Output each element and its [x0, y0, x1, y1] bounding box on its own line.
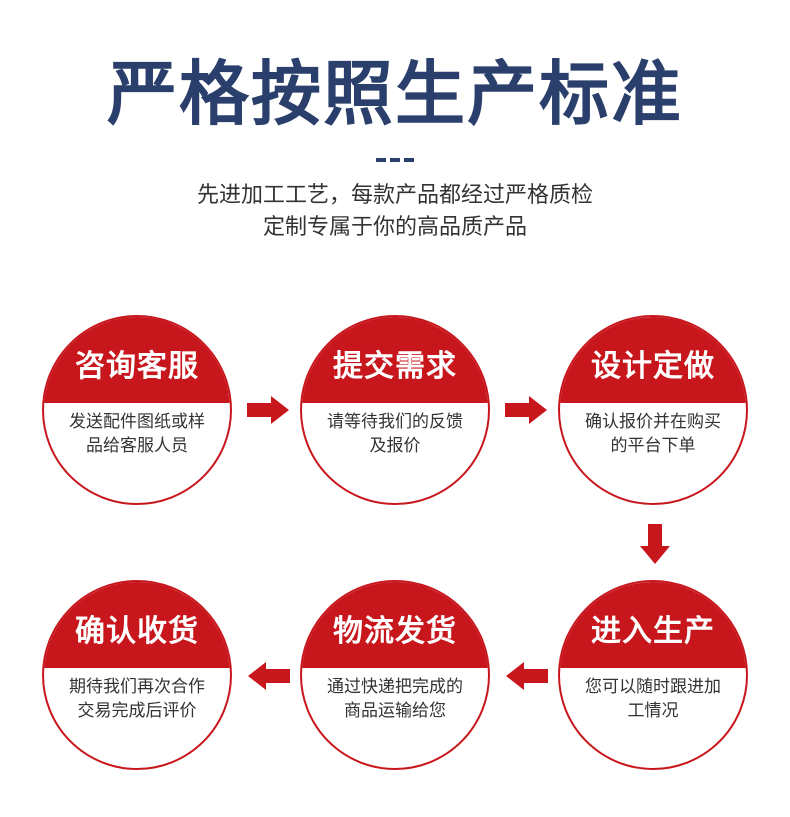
subtitle-line-2: 定制专属于你的高品质产品	[262, 215, 527, 240]
step-title: 物流发货	[302, 582, 488, 668]
step-desc-line: 的平台下单	[610, 436, 696, 456]
step-desc-line: 通过快递把完成的	[327, 677, 463, 697]
subtitle-line-1: 先进加工工艺，每款产品都经过严格质检	[196, 183, 593, 208]
step-desc-line: 确认报价并在购买	[585, 412, 721, 432]
step-design: 设计定做 确认报价并在购买 的平台下单	[558, 315, 748, 505]
step-desc-line: 交易完成后评价	[77, 701, 197, 721]
step-description: 期待我们再次合作 交易完成后评价	[58, 675, 216, 723]
step-consult: 咨询客服 发送配件图纸或样 品给客服人员	[42, 315, 232, 505]
step-submit-requirements: 提交需求 请等待我们的反馈 及报价	[300, 315, 490, 505]
step-desc-line: 请等待我们的反馈	[327, 412, 463, 432]
step-title: 咨询客服	[44, 317, 230, 403]
step-desc-line: 商品运输给您	[344, 701, 446, 721]
arrow-right-icon	[505, 396, 549, 424]
page-title: 严格按照生产标准	[107, 53, 683, 135]
step-description: 请等待我们的反馈 及报价	[316, 410, 474, 458]
step-desc-line: 工情况	[627, 701, 679, 721]
step-shipping: 物流发货 通过快递把完成的 商品运输给您	[300, 580, 490, 770]
title-divider	[376, 158, 414, 163]
step-title: 设计定做	[560, 317, 746, 403]
step-production: 进入生产 您可以随时跟进加 工情况	[558, 580, 748, 770]
arrow-right-icon	[247, 396, 291, 424]
step-confirm-receipt: 确认收货 期待我们再次合作 交易完成后评价	[42, 580, 232, 770]
step-desc-line: 品给客服人员	[86, 436, 188, 456]
step-desc-line: 期待我们再次合作	[69, 677, 205, 697]
step-description: 您可以随时跟进加 工情况	[574, 675, 732, 723]
arrow-down-icon	[640, 524, 670, 566]
step-description: 通过快递把完成的 商品运输给您	[316, 675, 474, 723]
arrow-left-icon	[504, 662, 548, 690]
step-desc-line: 发送配件图纸或样	[69, 412, 205, 432]
step-description: 确认报价并在购买 的平台下单	[574, 410, 732, 458]
step-description: 发送配件图纸或样 品给客服人员	[58, 410, 216, 458]
step-title: 确认收货	[44, 582, 230, 668]
step-desc-line: 您可以随时跟进加	[585, 677, 721, 697]
step-desc-line: 及报价	[369, 436, 421, 456]
arrow-left-icon	[246, 662, 290, 690]
step-title: 提交需求	[302, 317, 488, 403]
step-title: 进入生产	[560, 582, 746, 668]
